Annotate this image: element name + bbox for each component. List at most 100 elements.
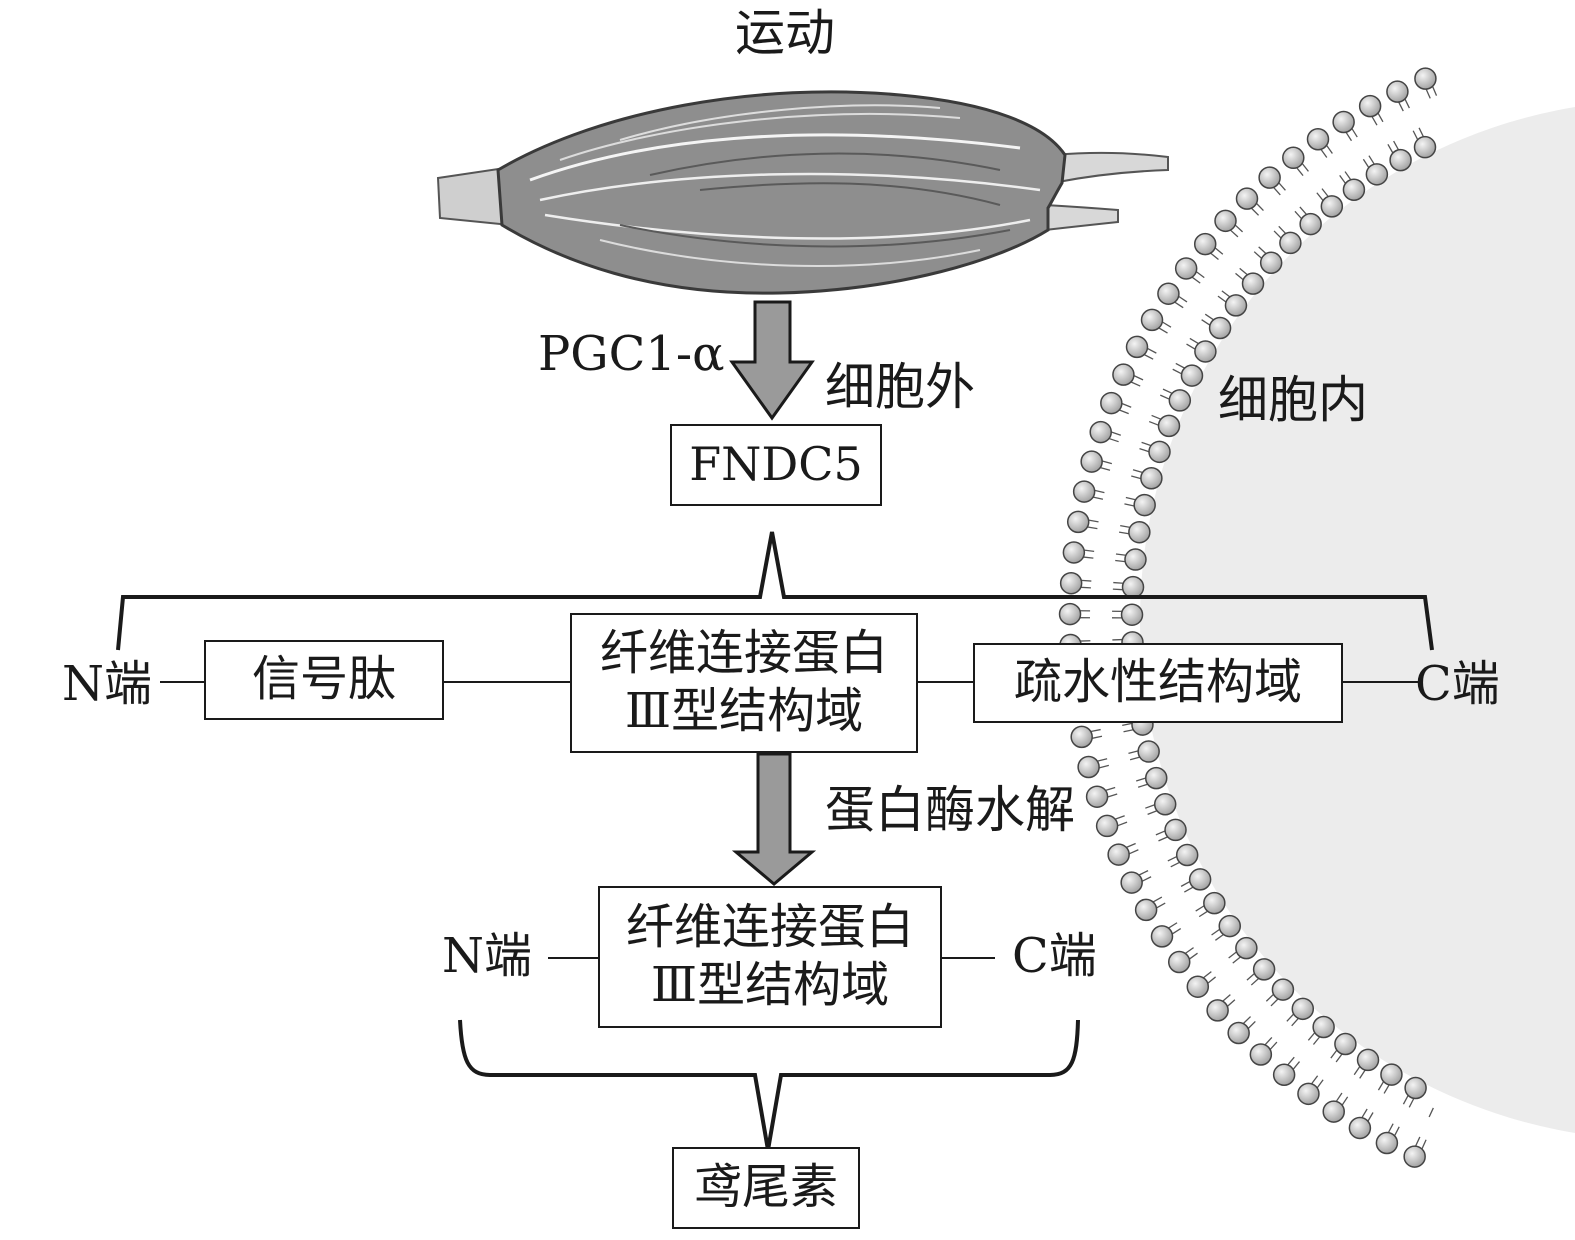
muscle-illustration [436,90,1169,295]
extracellular-label: 细胞外 [825,358,975,416]
lipid-head [1120,871,1143,894]
product-n-terminal-label: N端 [442,928,533,984]
lipid-tail [1100,467,1111,471]
lipid-head [1150,925,1174,948]
lipid-head [1188,868,1212,891]
lipid-tail [1090,728,1101,733]
lipid-head [1134,898,1158,922]
lipid-tail [1126,842,1136,848]
lipid-tail [1105,786,1116,792]
lipid-head [1403,1145,1426,1168]
lipid-tail [1330,1049,1338,1059]
lipid-tail [1118,531,1130,535]
lipid-tail [1148,420,1159,426]
lipid-tail [1111,431,1121,436]
lipid-head [1059,571,1083,595]
lipid-tail [1080,586,1091,589]
lipid-tail [1133,375,1144,381]
lipid-tail [1189,952,1198,960]
lipid-tail [1087,526,1098,530]
lipid-head [1203,891,1226,915]
lipid-tail [1184,886,1194,893]
lipid-tail [1152,896,1163,903]
lipid-head [1235,936,1258,960]
fn3-domain-box: 纤维连接蛋白 Ⅲ型结构域 [570,613,918,753]
lipid-tail [1278,225,1287,234]
lipid-head [1100,391,1123,415]
lipid-head [1144,766,1168,790]
lipid-tail [1428,1107,1434,1118]
lipid-tail [1269,1041,1278,1050]
lipid-head [1164,818,1187,842]
lipid-head [1312,1015,1335,1039]
lipid-tail [1128,750,1139,754]
lipid-tail [1361,1108,1368,1118]
lipid-tail [1359,1069,1366,1079]
lipid-tail [1258,246,1267,255]
lipid-tail [1387,144,1394,154]
lipid-head [1133,493,1156,517]
lipid-tail [1296,167,1304,177]
lipid-head [1342,178,1366,202]
lipid-head [1332,110,1355,134]
lipid-tail [1207,976,1217,984]
lipid-head [1095,814,1119,838]
lipid-tail [1141,876,1152,882]
lipid-head [1066,510,1090,534]
lipid-tail [1316,192,1324,201]
lipid-tail [1185,947,1194,954]
lipid-tail [1139,447,1150,453]
lipid-head [1334,1032,1357,1056]
lipid-tail [1387,1123,1394,1133]
lipid-head [1125,335,1149,359]
lipid-head [1128,520,1151,544]
lipid-tail [1425,88,1431,99]
lipid-tail [1135,777,1146,782]
fn3-domain-line2: Ⅲ型结构域 [624,683,864,739]
lipid-head [1258,166,1281,189]
lipid-head [1259,251,1283,275]
lipid-tail [1195,271,1205,279]
lipid-tail [1286,1013,1295,1022]
lipid-tail [1113,581,1124,584]
lipid-tail [1081,579,1092,582]
lipid-head [1389,148,1412,172]
lipid-head [1107,843,1130,866]
lipid-head [1194,340,1217,363]
lipid-tail [1291,1017,1299,1027]
lipid-tail [1210,252,1219,261]
lipid-tail [1222,994,1231,1002]
fn3-domain-line1: 纤维连接蛋白 [599,625,888,682]
lipid-tail [1155,830,1166,836]
lipid-head [1080,450,1103,473]
lipid-tail [1129,756,1140,761]
lipid-tail [1172,368,1182,375]
lipid-tail [1415,1136,1421,1147]
lipid-tail [1404,98,1410,109]
lipid-head [1235,187,1259,210]
lipid-tail [1230,229,1239,238]
lipid-tail [1265,993,1274,1002]
lipid-tail [1088,519,1099,523]
product-fn3-line2: Ⅲ型结构域 [650,957,890,1013]
hydrophobic-domain-label: 疏水性结构域 [1013,654,1302,711]
lipid-tail [1158,327,1168,334]
product-c-terminal-label: C端 [1012,928,1097,984]
lipid-head [1224,294,1248,317]
lipid-head [1414,67,1437,90]
lipid-tail [1124,503,1135,507]
lipid-tail [1226,999,1236,1007]
lipid-tail [1339,174,1347,184]
lipid-tail [1362,158,1370,168]
lipid-head [1072,480,1096,503]
lipid-tail [1099,764,1110,769]
lipid-tail [1217,295,1227,303]
lipid-tail [1168,922,1178,929]
lipid-head [1175,843,1199,867]
lipid-head [1124,548,1147,571]
lipid-tail [1412,130,1419,140]
intracellular-label: 细胞内 [1218,371,1368,429]
lipid-tail [1162,321,1172,328]
lipid-tail [1175,362,1185,369]
lipid-tail [1307,1032,1316,1041]
